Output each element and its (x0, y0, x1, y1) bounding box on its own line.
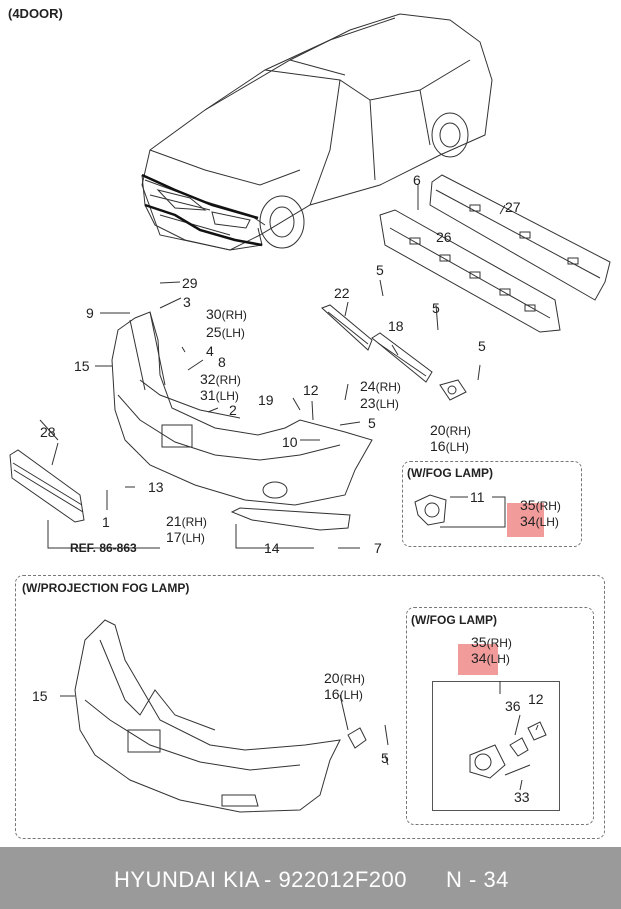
reference-label[interactable]: REF. 86-863 (70, 541, 137, 555)
footer-bar: HYUNDAI KIA - 922012F200 N - 34 (0, 847, 621, 909)
callout-7: 7 (374, 540, 382, 556)
footer-page-ref: N - 34 (446, 867, 509, 892)
callout-14: 14 (264, 540, 280, 556)
callout-11: 11 (470, 489, 485, 505)
fog-lamp-box-top (402, 461, 582, 547)
grille-strip-left (321, 304, 373, 351)
callout-21-rh: 21(RH) (166, 513, 207, 529)
callout-3: 3 (183, 294, 191, 310)
proj-callout-15: 15 (32, 688, 48, 704)
callout-12: 12 (303, 382, 319, 398)
callout-26: 26 (436, 229, 452, 245)
fog-lamp-detail-frame (432, 681, 560, 811)
callout-20-rh: 20(RH) (430, 422, 471, 438)
highlight-34-top (507, 503, 544, 537)
callout-18: 18 (388, 318, 404, 334)
callout-31-lh: 31(LH) (200, 387, 239, 403)
callout-16-lh: 16(LH) (430, 438, 469, 454)
inner-callout-35-rh: 35(RH) (471, 634, 512, 650)
callout-5-d: 5 (478, 338, 486, 354)
callout-30-rh: 30(RH) (206, 306, 247, 322)
radiator-grille (9, 449, 85, 523)
proj-callout-16-lh: 16(LH) (324, 686, 363, 702)
callout-35-rh: 35(RH) (520, 497, 561, 513)
callout-34-lh: 34(LH) (520, 513, 559, 529)
callout-10: 10 (282, 434, 298, 450)
fog-lamp-box-inner (406, 607, 594, 825)
callout-6: 6 (413, 172, 421, 188)
callout-8: 8 (218, 354, 226, 370)
bumper-reinforcement (429, 174, 611, 301)
callout-19: 19 (258, 392, 274, 408)
callout-9: 9 (86, 305, 94, 321)
inner-callout-36: 36 (505, 698, 521, 714)
callout-24-rh: 24(RH) (360, 378, 401, 394)
projection-fog-lamp-box (15, 575, 605, 839)
callout-22: 22 (334, 285, 350, 301)
lower-strip (230, 507, 351, 531)
projection-box-title: (W/PROJECTION FOG LAMP) (22, 581, 190, 595)
fog-lamp-small (439, 379, 467, 401)
bumper-cover (111, 311, 373, 506)
callout-27: 27 (505, 199, 521, 215)
callout-4: 4 (206, 343, 214, 359)
fog-lamp-inner-title: (W/FOG LAMP) (411, 613, 497, 627)
callout-32-rh: 32(RH) (200, 371, 241, 387)
car-illustration (141, 13, 493, 251)
callout-1: 1 (102, 514, 110, 530)
fog-lamp-box-title: (W/FOG LAMP) (407, 466, 493, 480)
inner-callout-33: 33 (514, 789, 530, 805)
callout-23-lh: 23(LH) (360, 395, 399, 411)
callout-17-lh: 17(LH) (166, 529, 205, 545)
callout-5-c: 5 (432, 300, 440, 316)
callout-5-a: 5 (368, 415, 376, 431)
grille-strip-right (371, 332, 433, 383)
variant-title: (4DOOR) (8, 6, 63, 21)
callout-5-b: 5 (376, 262, 384, 278)
callout-13: 13 (148, 479, 164, 495)
footer-brand: HYUNDAI KIA (114, 867, 261, 892)
proj-callout-20-rh: 20(RH) (324, 670, 365, 686)
inner-callout-34-lh: 34(LH) (471, 650, 510, 666)
callout-28: 28 (40, 424, 56, 440)
callout-25-lh: 25(LH) (206, 324, 245, 340)
highlight-34-bottom (458, 644, 498, 675)
callout-15: 15 (74, 358, 90, 374)
inner-callout-12: 12 (528, 691, 544, 707)
callout-2: 2 (229, 402, 237, 418)
proj-callout-5: 5 (381, 750, 389, 766)
reference-line (47, 520, 160, 549)
callout-29: 29 (182, 275, 198, 291)
energy-absorber (379, 209, 561, 333)
footer-part-number: - 922012F200 (264, 867, 407, 892)
